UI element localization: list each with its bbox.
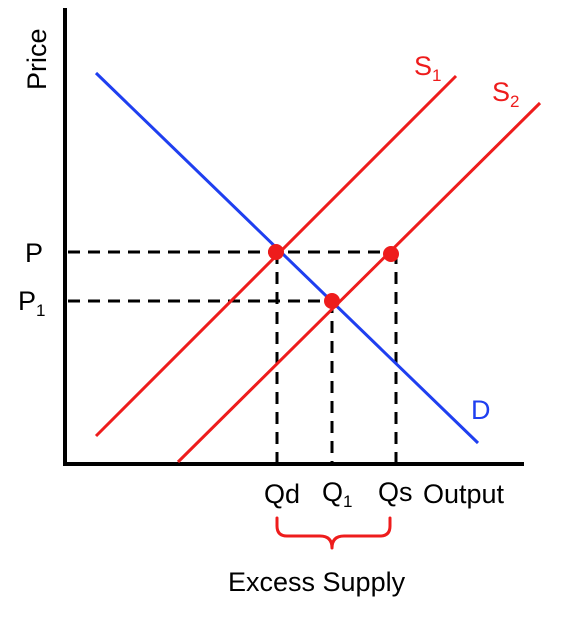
supply2-label: S2 [492, 77, 519, 111]
demand-curve [94, 71, 480, 445]
price-label-p1: P1 [18, 286, 45, 320]
x-axis-label: Output [423, 479, 505, 509]
demand-label: D [471, 395, 491, 425]
excess-supply-bracket [275, 516, 392, 550]
point-p-qd [268, 244, 284, 260]
point-p-qs [383, 246, 399, 262]
y-axis-label: Price [22, 28, 52, 90]
supply1-label: S1 [414, 51, 441, 85]
quantity-label-q1: Q1 [322, 477, 352, 511]
point-p1-q1 [324, 293, 340, 309]
price-label-p: P [25, 238, 43, 268]
quantity-label-qd: Qd [264, 479, 300, 509]
guide-lines [68, 250, 398, 462]
quantity-label-qs: Qs [378, 477, 413, 507]
excess-supply-label: Excess Supply [228, 567, 406, 597]
supply-curve-s2 [176, 101, 542, 464]
